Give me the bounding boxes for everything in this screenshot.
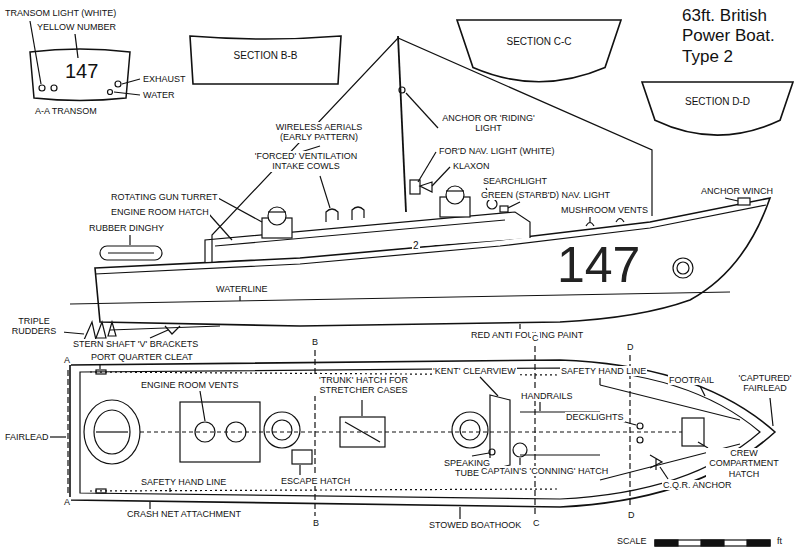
callout-label: C.Q.R. ANCHOR bbox=[662, 480, 733, 490]
section-shape bbox=[455, 18, 623, 98]
callout-label: ENGINE ROOM VENTS bbox=[140, 380, 240, 390]
callout-label: SAFETY HAND LINE bbox=[560, 366, 647, 376]
section-label: SECTION C-C bbox=[455, 36, 623, 47]
callout-label: YELLOW NUMBER bbox=[36, 22, 117, 32]
scale-label: SCALE bbox=[616, 536, 648, 546]
section-outline-path bbox=[642, 82, 793, 135]
callout-label: 'TRUNK' HATCH FOR STRETCHER CASES bbox=[300, 375, 427, 396]
callout-label: TRANSOM LIGHT (WHITE) bbox=[4, 8, 117, 18]
callout-label: RUBBER DINGHY bbox=[88, 223, 165, 233]
section-outline: SECTION D-D bbox=[640, 80, 795, 152]
callout-label: TRIPLE RUDDERS bbox=[4, 316, 64, 337]
section-mark: C bbox=[532, 518, 541, 528]
callout-label: WIRELESS AERIALS (EARLY PATTERN) bbox=[268, 122, 370, 143]
section-outline: SECTION C-C bbox=[455, 18, 623, 98]
callout-label: PORT QUARTER CLEAT bbox=[90, 352, 194, 362]
callout-label: STERN SHAFT 'V' BRACKETS bbox=[72, 339, 199, 349]
section-mark: A bbox=[63, 497, 71, 507]
callout-label: FOR'D NAV. LIGHT (WHITE) bbox=[438, 146, 556, 156]
callout-label: STOWED BOATHOOK bbox=[428, 520, 522, 530]
callout-label: MUSHROOM VENTS bbox=[560, 205, 649, 215]
callout-label: WATERLINE bbox=[215, 284, 269, 294]
scale-label: ft bbox=[776, 536, 783, 546]
view-label: A-A TRANSOM bbox=[34, 106, 98, 116]
section-outline-path bbox=[457, 20, 621, 82]
callout-label: ENGINE ROOM HATCH bbox=[110, 207, 210, 217]
callout-label: EXHAUST bbox=[142, 74, 187, 84]
section-mark: B bbox=[312, 518, 320, 528]
section-mark: D bbox=[627, 510, 636, 520]
callout-label: SAFETY HAND LINE bbox=[140, 477, 227, 487]
callout-label: 'FORCED' VENTILATION INTAKE COWLS bbox=[240, 151, 372, 172]
section-shape bbox=[640, 80, 795, 152]
section-outline: SECTION B-B bbox=[188, 34, 343, 86]
section-label: SECTION D-D bbox=[640, 96, 795, 107]
callout-label: ESCAPE HATCH bbox=[280, 476, 351, 486]
callout-label: HANDRAILS bbox=[520, 391, 574, 401]
callout-label: CAPTAIN'S 'CONNING' HATCH bbox=[480, 466, 609, 476]
callout-label: FOOTRAIL bbox=[668, 375, 715, 385]
callout-label: DECKLIGHTS bbox=[565, 412, 625, 422]
callout-label: GREEN (STARB'D) NAV. LIGHT bbox=[480, 190, 611, 200]
callout-label: CRASH NET ATTACHMENT bbox=[126, 509, 242, 519]
section-mark: C bbox=[531, 333, 540, 343]
callout-label: ANCHOR OR 'RIDING' LIGHT bbox=[440, 113, 537, 134]
section-mark: D bbox=[626, 342, 635, 352]
hull-number: 2 bbox=[412, 240, 420, 251]
callout-label: SEARCHLIGHT bbox=[482, 176, 548, 186]
callout-label: ANCHOR WINCH bbox=[700, 186, 774, 196]
callout-label: 'CAPTURED' FAIRLEAD bbox=[734, 373, 796, 394]
callout-label: WATER bbox=[142, 90, 176, 100]
hull-number: 147 bbox=[64, 60, 99, 82]
section-mark: B bbox=[311, 337, 319, 347]
callout-label: RED ANTI FOULING PAINT bbox=[470, 330, 584, 340]
callout-label: FAIRLEAD bbox=[4, 432, 50, 442]
hull-number: 147 bbox=[556, 238, 641, 293]
section-label: SECTION B-B bbox=[188, 50, 343, 61]
callout-label: KLAXON bbox=[452, 161, 491, 171]
title-text: 63ft. British Power Boat. Type 2 bbox=[682, 6, 796, 67]
callout-label: ROTATING GUN TURRET bbox=[110, 192, 219, 202]
section-mark: A bbox=[63, 355, 71, 365]
callout-label: CREW COMPARTMENT HATCH bbox=[706, 448, 782, 479]
callout-label: 'KENT' CLEARVIEW bbox=[432, 366, 517, 376]
